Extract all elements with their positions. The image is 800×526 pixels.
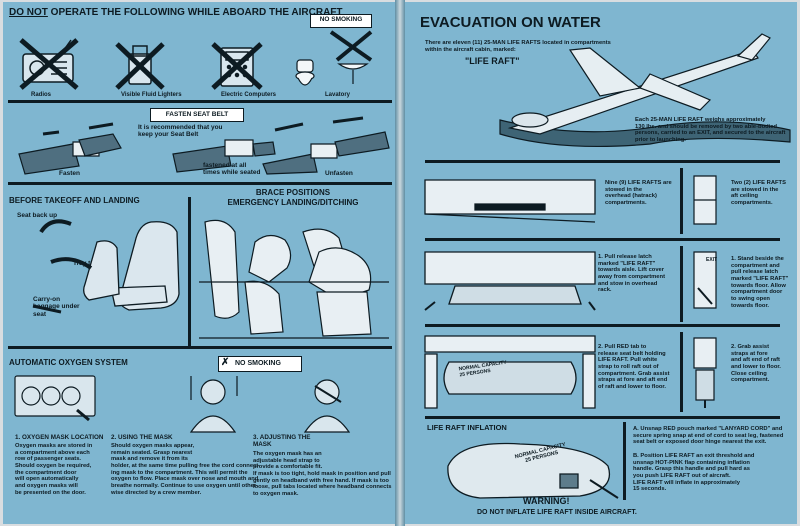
radios-label: Radios — [31, 92, 52, 98]
seat-belt-title: FASTEN SEAT BELT — [165, 110, 229, 118]
divider — [425, 160, 780, 163]
oxygen-title: AUTOMATIC OXYGEN SYSTEM — [9, 358, 128, 367]
fastened-label: fastened at all times while seated — [203, 162, 261, 177]
aft-raft-lowering-illustration — [690, 334, 720, 408]
two-rafts-text: Two (2) LIFE RAFTS are stowed in the aft… — [731, 180, 786, 206]
brace-title-2: EMERGENCY LANDING/DITCHING — [227, 198, 359, 207]
oxygen-step2-title: 2. USING THE MASK — [111, 434, 173, 441]
raft-lowering-illustration — [425, 332, 595, 410]
aft-latch-illustration — [690, 248, 720, 314]
seat-illustration — [11, 202, 191, 332]
raft-bag-illustration — [440, 436, 620, 500]
warning-text: DO NOT INFLATE LIFE RAFT INSIDE AIRCRAFT… — [477, 509, 637, 516]
prohibited-header-text: OPERATE THE FOLLOWING WHILE ABOARD THE A… — [50, 7, 343, 18]
no-smoking-box: NO SMOKING — [310, 14, 372, 28]
oxygen-no-smoking-label: NO SMOKING — [235, 360, 281, 367]
oxygen-step3-text: The oxygen mask has an adjustable head s… — [253, 451, 392, 497]
life-raft-label: "LIFE RAFT" — [465, 56, 520, 66]
seat-belt-note: It is recommended that you keep your Sea… — [138, 124, 223, 139]
divider — [425, 416, 780, 419]
oxygen-step2-text: Should oxygen masks appear, remain seate… — [111, 443, 261, 496]
step1-right-text: 1. Stand beside the compartment and pull… — [731, 256, 789, 309]
carry-on-label: Carry-on baggage under seat — [33, 296, 80, 318]
card-fold — [395, 0, 405, 526]
latch-release-illustration — [425, 246, 595, 312]
warning-title: WARNING! — [523, 496, 570, 506]
divider — [188, 197, 191, 347]
brace-positions-illustration — [199, 212, 389, 342]
no-smoking-box-label: NO SMOKING — [319, 16, 363, 23]
right-panel: EVACUATION ON WATER There are eleven (11… — [405, 2, 797, 524]
oxygen-step1-title: 1. OXYGEN MASK LOCATION — [15, 434, 104, 441]
aircraft-ditching-illustration — [500, 30, 790, 150]
inflation-title: LIFE RAFT INFLATION — [427, 423, 507, 432]
divider — [623, 422, 626, 500]
do-not-word: DO NOT — [9, 7, 48, 18]
oxygen-no-smoking-box: ✗ NO SMOKING — [218, 356, 302, 372]
divider — [680, 246, 683, 322]
divider — [8, 182, 392, 185]
left-panel: DO NOT OPERATE THE FOLLOWING WHILE ABOAR… — [3, 2, 395, 524]
oxygen-mask-illustration — [15, 376, 385, 432]
step2-right-text: 2. Grab assist straps at fore and aft en… — [731, 344, 781, 384]
exit-sign: EXIT — [706, 257, 718, 263]
divider — [8, 346, 392, 349]
hatrack-compartment-illustration — [425, 170, 595, 226]
inflation-step-b: B. Position LIFE RAFT an exit threshold … — [633, 453, 755, 493]
evacuation-title: EVACUATION ON WATER — [420, 14, 601, 31]
prohibited-devices-illustration — [21, 40, 391, 90]
seat-belt-title-box: FASTEN SEAT BELT — [150, 108, 244, 122]
divider — [680, 168, 683, 234]
raft-weight-text: Each 25-MAN LIFE RAFT weighs approximate… — [635, 117, 786, 143]
oxygen-step1-text: Oxygen masks are stored in a compartment… — [15, 443, 93, 496]
aft-compartment-illustration — [690, 170, 720, 230]
no-smoking-x-icon: ✗ — [221, 357, 230, 368]
computer-icon — [213, 44, 261, 88]
raft-intro-text: There are eleven (11) 25-MAN LIFE RAFTS … — [425, 40, 611, 53]
inflation-step-a: A. Unsnap RED pouch marked "LANYARD CORD… — [633, 426, 784, 446]
divider — [680, 332, 683, 412]
fasten-label: Fasten — [59, 170, 80, 177]
prohibited-header: DO NOT OPERATE THE FOLLOWING WHILE ABOAR… — [9, 7, 343, 19]
divider — [425, 238, 780, 241]
computers-label: Electric Computers — [221, 92, 277, 98]
divider — [425, 324, 780, 327]
radio-icon — [21, 40, 77, 88]
lavatory-label: Lavatory — [325, 92, 351, 98]
takeoff-title: BEFORE TAKEOFF AND LANDING — [9, 196, 140, 205]
seat-back-label: Seat back up — [17, 212, 58, 219]
seat-belt-illustration — [13, 114, 391, 176]
brace-title-1: BRACE POSITIONS — [255, 188, 331, 197]
nine-rafts-text: Nine (9) LIFE RAFTS are stowed in the ov… — [605, 180, 672, 206]
lavatory-icon — [296, 32, 371, 85]
lighters-label: Visible Fluid Lighters — [121, 92, 182, 98]
unfasten-label: Unfasten — [325, 170, 353, 177]
lighter-icon — [117, 44, 163, 88]
step2-left-text: 2. Pull RED tab to release seat belt hol… — [598, 344, 670, 390]
oxygen-step3-title: 3. ADJUSTING THE MASK — [253, 434, 311, 449]
divider — [8, 100, 392, 103]
step1-left-text: 1. Pull release latch marked "LIFE RAFT"… — [598, 254, 666, 294]
